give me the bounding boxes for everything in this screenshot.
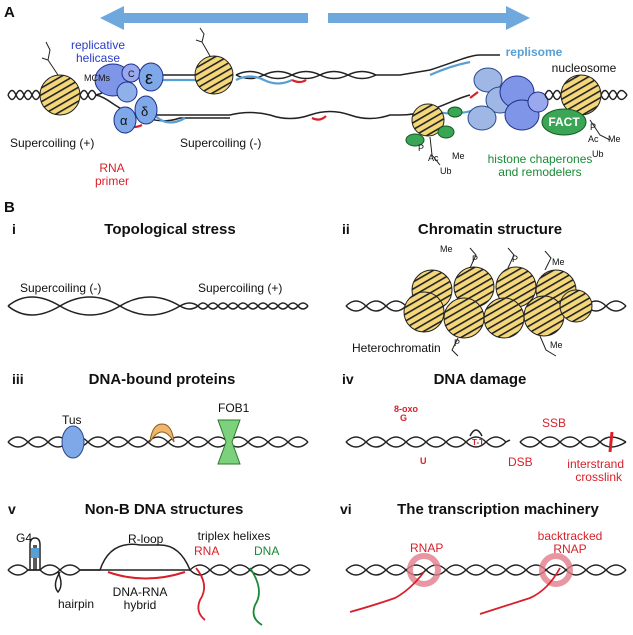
backtracked-label-2: RNAP [553,542,586,556]
mark-p-2: P [590,122,596,132]
histone-marks [429,119,611,166]
tt-dimer-label: T-T [472,438,484,447]
panel-ii-title: Chromatin structure [418,221,562,238]
backtracked-transcript [479,567,561,615]
mark-ub-1: Ub [440,166,452,176]
crosslink-mark [608,431,614,453]
chromatin-me-1: Me [440,244,453,254]
supercoiling-negative-label-b: Supercoiling (-) [20,281,101,295]
panel-i-title: Topological stress [104,221,235,238]
bound-protein-orange [149,423,175,443]
rna-primer-label-1: RNA [99,161,124,175]
tus-label: Tus [62,413,82,427]
leftward-arrow [100,6,308,30]
rloop-rna [107,571,186,580]
backtracked-rnap-enzyme [539,553,573,587]
triplex-dna [249,567,263,626]
chromatin-me-3: Me [550,340,563,350]
tus-protein [61,425,85,459]
replicative-helicase-label-1: replicative [71,38,125,52]
panel-b-letter: B [4,199,15,216]
mark-me-1: Me [452,151,465,161]
left-nucleosome [39,74,81,116]
cdc-label: C [128,69,135,79]
g4-quadruplex [31,548,39,558]
alpha-label: α [120,113,128,128]
damage-helix [345,429,627,448]
hybrid-label-2: hybrid [124,598,157,612]
panel-ii-number: ii [342,221,350,237]
histone-chaperones-label-1: histone chaperones [488,152,593,166]
panel-iii-number: iii [12,371,24,387]
oxo-label-2: G [400,413,407,423]
mark-ac-2: Ac [588,134,599,144]
g4-label: G4 [16,531,32,545]
triplex-rna-label: RNA [194,544,219,558]
delta-label: δ [141,104,148,119]
interstrand-label-2: crosslink [575,470,623,484]
mark-me-2: Me [608,134,621,144]
mark-ub-2: Ub [592,149,604,159]
panel-vi-number: vi [340,501,352,517]
rnap-transcript [349,571,425,613]
panel-iv-title: DNA damage [434,371,527,388]
oxo-label-1: 8-oxo [394,404,419,414]
middle-nucleosome [194,27,234,95]
topological-dna [7,296,309,316]
transcription-helix [345,564,627,576]
interstrand-label-1: interstrand [567,457,624,471]
supercoiling-negative-label: Supercoiling (-) [180,136,261,150]
rloop-label: R-loop [128,532,164,546]
chromatin-p-2: P [512,254,518,264]
panel-v-title: Non-B DNA structures [85,501,244,518]
ssb-label: SSB [542,416,566,430]
replicative-helicase-label-2: helicase [76,51,120,65]
replisome-label: replisome [506,45,563,59]
chromatin-p-3: P [454,338,460,348]
panel-iii-title: DNA-bound proteins [89,371,236,388]
fob1-label: FOB1 [218,401,250,415]
rna-primer-label-2: primer [95,174,129,188]
triplex-label: triplex helixes [198,529,271,543]
panel-i-number: i [12,221,16,237]
fob1-protein [217,419,241,465]
histone-chaperones [405,103,587,147]
backtracked-label-1: backtracked [538,529,603,543]
epsilon-label: ε [145,68,153,88]
hairpin-label: hairpin [58,597,94,611]
triplex-dna-label: DNA [254,544,279,558]
supercoiling-positive-label: Supercoiling (+) [10,136,94,150]
fact-label: FACT [548,115,580,129]
histone-chaperones-label-2: and remodelers [498,165,581,179]
left-parental-dna [7,89,97,101]
chromatin-histone-tails [451,247,557,357]
hybrid-label-1: DNA-RNA [113,585,168,599]
chromatin-p-1: P [472,254,478,264]
mcm-label: MCMs [84,73,110,83]
left-histone-tail [41,41,59,76]
nucleosome-label: nucleosome [552,61,617,75]
rnap-label: RNAP [410,541,443,555]
replicative-helicase [94,62,164,134]
panel-iv-number: iv [342,371,354,387]
supercoiling-positive-label-b: Supercoiling (+) [198,281,282,295]
triplex-rna [195,567,206,621]
heterochromatin-nucleosomes [403,266,593,339]
panel-v-number: v [8,501,16,517]
chromatin-me-2: Me [552,257,565,267]
uracil-label: U [420,456,427,466]
mark-p-1: P [418,143,424,153]
dna-bound-helix [7,436,309,448]
rnap-enzyme [407,553,441,587]
panel-vi-title: The transcription machinery [397,501,599,518]
panel-a-letter: A [4,4,15,21]
right-parental-dna [544,89,628,101]
mark-ac-1: Ac [428,153,439,163]
rightward-arrow [328,6,530,30]
heterochromatin-label: Heterochromatin [352,341,441,355]
dsb-label: DSB [508,455,533,469]
replisome-complex [467,67,549,131]
